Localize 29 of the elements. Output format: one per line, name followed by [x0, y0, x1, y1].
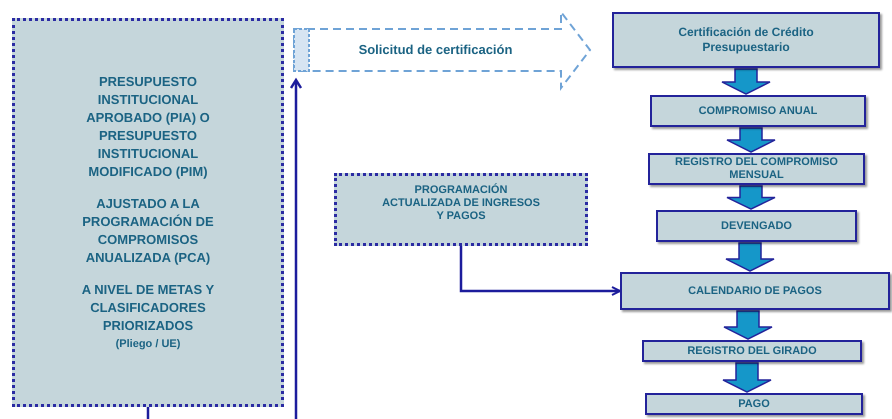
block-arrow: [722, 362, 772, 393]
process-box: [612, 12, 880, 68]
node-text: AJUSTADO A LA PROGRAMACIÓN DE COMPROMISOS ANUALIZADA (PCA): [81, 194, 215, 266]
block-arrow: [721, 68, 771, 95]
process-box: [12, 18, 284, 407]
node-text: REGISTRO DEL GIRADO: [687, 344, 817, 358]
node-text: A NIVEL DE METAS Y CLASIFICADORES PRIORIZADOS: [80, 280, 216, 334]
block-arrow: [723, 310, 773, 340]
edge-label: Solicitud de certificación: [358, 41, 512, 60]
node-text: (Pliego / UE): [116, 336, 180, 352]
process-box: [334, 173, 588, 246]
process-box: [648, 153, 865, 185]
block-arrow: [725, 242, 775, 272]
node-text: COMPROMISO ANUAL: [698, 104, 818, 118]
block-arrow: [726, 185, 776, 210]
node-text: REGISTRO DEL COMPROMISO MENSUAL: [674, 156, 839, 182]
block-arrow: [726, 127, 776, 153]
process-box: [650, 95, 866, 127]
node-text: Certificación de Crédito Presupuestario: [677, 25, 815, 55]
node-text: PRESUPUESTO INSTITUCIONAL APROBADO (PIA) O PRESUPUESTO INSTITUCIONAL MODIFICADO (PIM): [85, 72, 211, 180]
node-text: DEVENGADO: [721, 220, 792, 232]
process-box: [645, 393, 863, 415]
node-text: CALENDARIO DE PAGOS: [688, 284, 822, 298]
arrow: [460, 246, 621, 296]
node-text: PAGO: [738, 398, 770, 410]
node-text: PROGRAMACIÓN ACTUALIZADA DE INGRESOS Y PAGOS: [381, 184, 541, 223]
process-box: [620, 272, 890, 310]
process-box: [642, 340, 862, 362]
process-box: [656, 210, 857, 242]
